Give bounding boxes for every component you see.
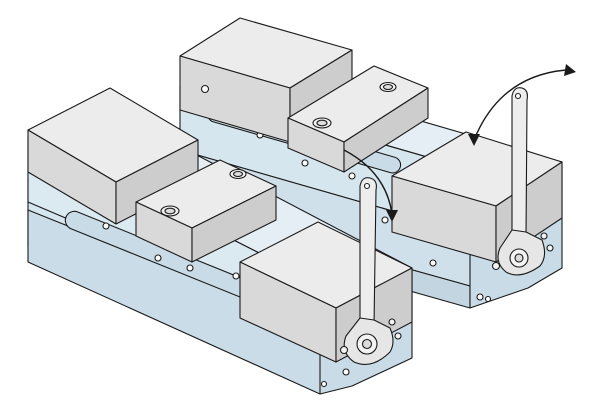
rotation-arrow-icon	[343, 149, 393, 215]
back-vise-middle-block	[287, 65, 429, 173]
hole-icon	[320, 380, 328, 388]
arrowhead-icon	[386, 210, 398, 222]
front-vise-lever-handle[interactable]	[339, 177, 402, 365]
hole-icon	[429, 259, 437, 267]
front-vise	[27, 87, 413, 395]
screw-head-icon	[546, 244, 554, 252]
hole-icon	[348, 172, 356, 180]
screw-head-icon	[491, 261, 501, 271]
arrowhead-icon	[468, 134, 480, 146]
hole-icon	[476, 293, 484, 301]
rotation-arrow-icon	[473, 69, 567, 141]
screw-head-icon	[394, 332, 402, 340]
screw-head-icon	[540, 232, 548, 240]
screw-head-icon	[388, 318, 396, 326]
hole-icon	[484, 295, 492, 303]
front-vise-middle-block	[135, 159, 277, 263]
hole-icon	[301, 159, 309, 167]
arrowhead-icon	[564, 64, 576, 76]
hole-icon	[102, 222, 110, 230]
hole-icon	[342, 368, 350, 376]
rotation-arrows	[343, 64, 576, 222]
hole-icon	[381, 216, 389, 224]
screw-head-icon	[339, 345, 349, 355]
hole-icon	[200, 84, 210, 94]
hole-icon	[186, 264, 194, 272]
back-vise-lever-handle[interactable]	[491, 87, 554, 276]
hole-icon	[154, 254, 162, 262]
hole-icon	[232, 272, 240, 280]
